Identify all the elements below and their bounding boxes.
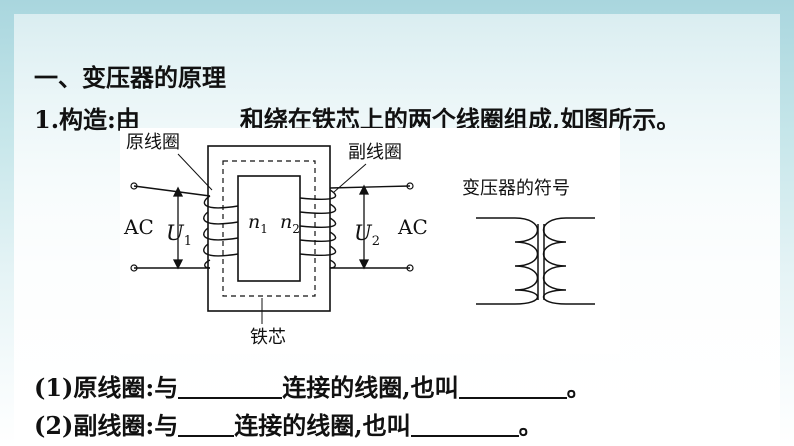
transformer-diagram: 原线圈 副线圈 AC AC U1 U2 n1 n2 铁芯 变压器的符号 bbox=[120, 128, 620, 354]
blank-secondary-load[interactable] bbox=[178, 411, 235, 437]
primary-pointer bbox=[177, 153, 213, 191]
primary-coil-line: (1)原线圈:与连接的线圈,也叫。 bbox=[34, 373, 591, 402]
core-outer bbox=[207, 145, 331, 312]
right-top-lead bbox=[329, 185, 411, 189]
secondary-coil-line: (2)副线圈:与连接的线圈,也叫。 bbox=[34, 411, 543, 440]
secondary-coil-label: 副线圈 bbox=[348, 142, 402, 163]
primary-coil bbox=[203, 195, 239, 269]
blank-primary-source[interactable] bbox=[178, 373, 283, 399]
secondary-pointer bbox=[333, 163, 367, 193]
core-inner bbox=[237, 175, 301, 282]
symbol-title: 变压器的符号 bbox=[462, 178, 570, 199]
iron-core-label: 铁芯 bbox=[250, 327, 286, 348]
ac-left-label: AC bbox=[123, 215, 154, 239]
left-top-terminal bbox=[130, 182, 138, 190]
n2-symbol: n2 bbox=[280, 211, 300, 236]
blank-secondary-alias[interactable] bbox=[410, 411, 519, 437]
right-bottom-terminal bbox=[406, 264, 414, 272]
u2-arrow bbox=[358, 184, 370, 270]
u1-arrow bbox=[172, 186, 184, 270]
blank-primary-alias[interactable] bbox=[458, 373, 567, 399]
left-top-lead bbox=[133, 185, 211, 197]
transformer-symbol bbox=[476, 217, 595, 305]
u2-symbol: U2 bbox=[354, 221, 380, 249]
section-heading: 一、变压器的原理 bbox=[34, 63, 226, 92]
transformer-svg: 原线圈 副线圈 AC AC U1 U2 n1 n2 铁芯 变压器的符号 bbox=[123, 132, 595, 348]
left-bottom-terminal bbox=[130, 264, 138, 272]
right-top-terminal bbox=[406, 182, 414, 190]
u1-symbol: U1 bbox=[166, 221, 192, 249]
n1-symbol: n1 bbox=[248, 211, 268, 236]
flux-path bbox=[222, 160, 316, 297]
ac-right-label: AC bbox=[397, 215, 428, 239]
secondary-coil bbox=[299, 189, 337, 269]
primary-coil-label: 原线圈 bbox=[126, 132, 180, 153]
